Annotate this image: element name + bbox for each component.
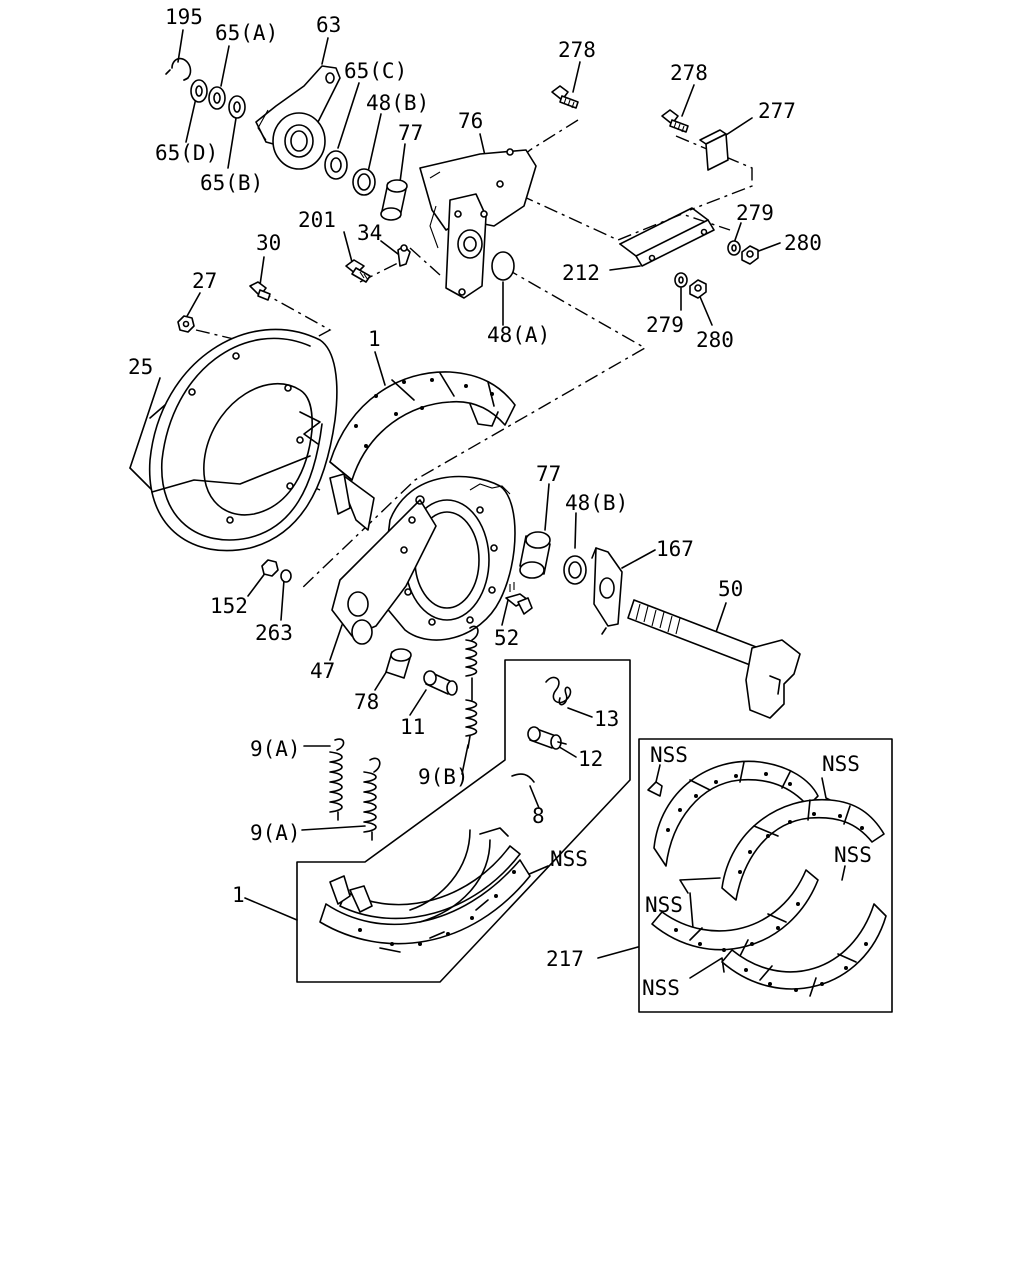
label-9b: 9(B) xyxy=(418,765,469,789)
washer-167 xyxy=(591,547,623,635)
grease-fitting-34 xyxy=(397,244,411,267)
seal-48b-top xyxy=(352,168,376,196)
nut-152 xyxy=(261,559,279,577)
washers-nuts-279-280 xyxy=(674,240,759,299)
spring-13 xyxy=(545,676,572,706)
label-nss-217-b: NSS xyxy=(822,752,860,776)
label-280-a: 280 xyxy=(784,231,822,255)
label-9a-top: 9(A) xyxy=(250,737,301,761)
lining-217-lower-right xyxy=(721,903,887,997)
bushing-78 xyxy=(385,648,412,679)
bolts-278 xyxy=(551,85,689,133)
camshaft-50 xyxy=(627,599,801,719)
label-65c: 65(C) xyxy=(344,59,407,83)
spider-47 xyxy=(331,475,516,645)
brake-shoe-1-bottom xyxy=(319,827,531,953)
kit-box-outline xyxy=(296,659,631,983)
label-279-a: 279 xyxy=(736,201,774,225)
label-9a-bottom: 9(A) xyxy=(250,821,301,845)
snap-ring-195 xyxy=(165,57,192,81)
label-nss-217-a: NSS xyxy=(650,743,688,767)
label-13: 13 xyxy=(594,707,619,731)
label-212: 212 xyxy=(562,261,600,285)
label-8: 8 xyxy=(532,804,545,828)
bolt-52 xyxy=(505,582,533,615)
label-47: 47 xyxy=(310,659,335,683)
label-167: 167 xyxy=(656,537,694,561)
clip-8 xyxy=(511,773,535,783)
lining-217-upper-right xyxy=(721,798,885,901)
slack-adjuster-63 xyxy=(255,65,341,170)
part-labels: 195 65(A) 63 65(C) 48(B) 77 65(D) 65(B) … xyxy=(128,5,872,1000)
nut-27 xyxy=(177,315,195,333)
label-30: 30 xyxy=(256,231,281,255)
label-nss-box: NSS xyxy=(550,847,588,871)
label-263: 263 xyxy=(255,621,293,645)
label-201: 201 xyxy=(298,208,336,232)
label-11: 11 xyxy=(400,715,425,739)
label-1-top: 1 xyxy=(368,327,381,351)
label-217: 217 xyxy=(546,947,584,971)
label-34: 34 xyxy=(357,221,382,245)
label-nss-217-c: NSS xyxy=(834,843,872,867)
label-279-b: 279 xyxy=(646,313,684,337)
pin-11 xyxy=(423,670,458,696)
label-77-top: 77 xyxy=(398,121,423,145)
label-12: 12 xyxy=(578,747,603,771)
label-50: 50 xyxy=(718,577,743,601)
bolt-201 xyxy=(345,259,371,283)
label-65d: 65(D) xyxy=(155,141,218,165)
label-278-b: 278 xyxy=(670,61,708,85)
label-25: 25 xyxy=(128,355,153,379)
label-278-a: 278 xyxy=(558,38,596,62)
label-65b: 65(B) xyxy=(200,171,263,195)
brake-shoe-1-top xyxy=(329,371,516,531)
washers-65 xyxy=(190,79,246,119)
lining-217-upper-left xyxy=(653,760,819,867)
roller-12 xyxy=(527,726,567,750)
bushing-77-top xyxy=(380,179,408,221)
bracket-76 xyxy=(419,148,537,299)
clip-277 xyxy=(699,129,729,171)
springs-9 xyxy=(329,625,479,841)
label-48b-mid: 48(B) xyxy=(565,491,628,515)
label-27: 27 xyxy=(192,269,217,293)
bolt-30 xyxy=(249,281,271,301)
label-48b-top: 48(B) xyxy=(366,91,429,115)
label-277: 277 xyxy=(758,99,796,123)
label-nss-217-e: NSS xyxy=(642,976,680,1000)
kit-box-217-outline xyxy=(638,738,893,1013)
lining-217-lower-left xyxy=(651,869,819,957)
label-nss-217-d: NSS xyxy=(645,893,683,917)
plate-212 xyxy=(619,207,715,267)
seal-65c xyxy=(324,150,348,180)
dust-shield-25 xyxy=(148,328,338,552)
label-76: 76 xyxy=(458,109,483,133)
label-52: 52 xyxy=(494,626,519,650)
washer-263 xyxy=(280,569,292,583)
label-280-b: 280 xyxy=(696,328,734,352)
seal-48b-mid xyxy=(563,555,587,585)
o-ring-48a xyxy=(491,251,515,281)
bushing-77-mid xyxy=(519,531,551,579)
label-78: 78 xyxy=(354,690,379,714)
label-65a: 65(A) xyxy=(215,21,278,45)
label-152: 152 xyxy=(210,594,248,618)
label-48a: 48(A) xyxy=(487,323,550,347)
label-63: 63 xyxy=(316,13,341,37)
label-195: 195 xyxy=(165,5,203,29)
label-77-mid: 77 xyxy=(536,462,561,486)
label-1-bottom: 1 xyxy=(232,883,245,907)
rivet-nss xyxy=(647,781,663,797)
